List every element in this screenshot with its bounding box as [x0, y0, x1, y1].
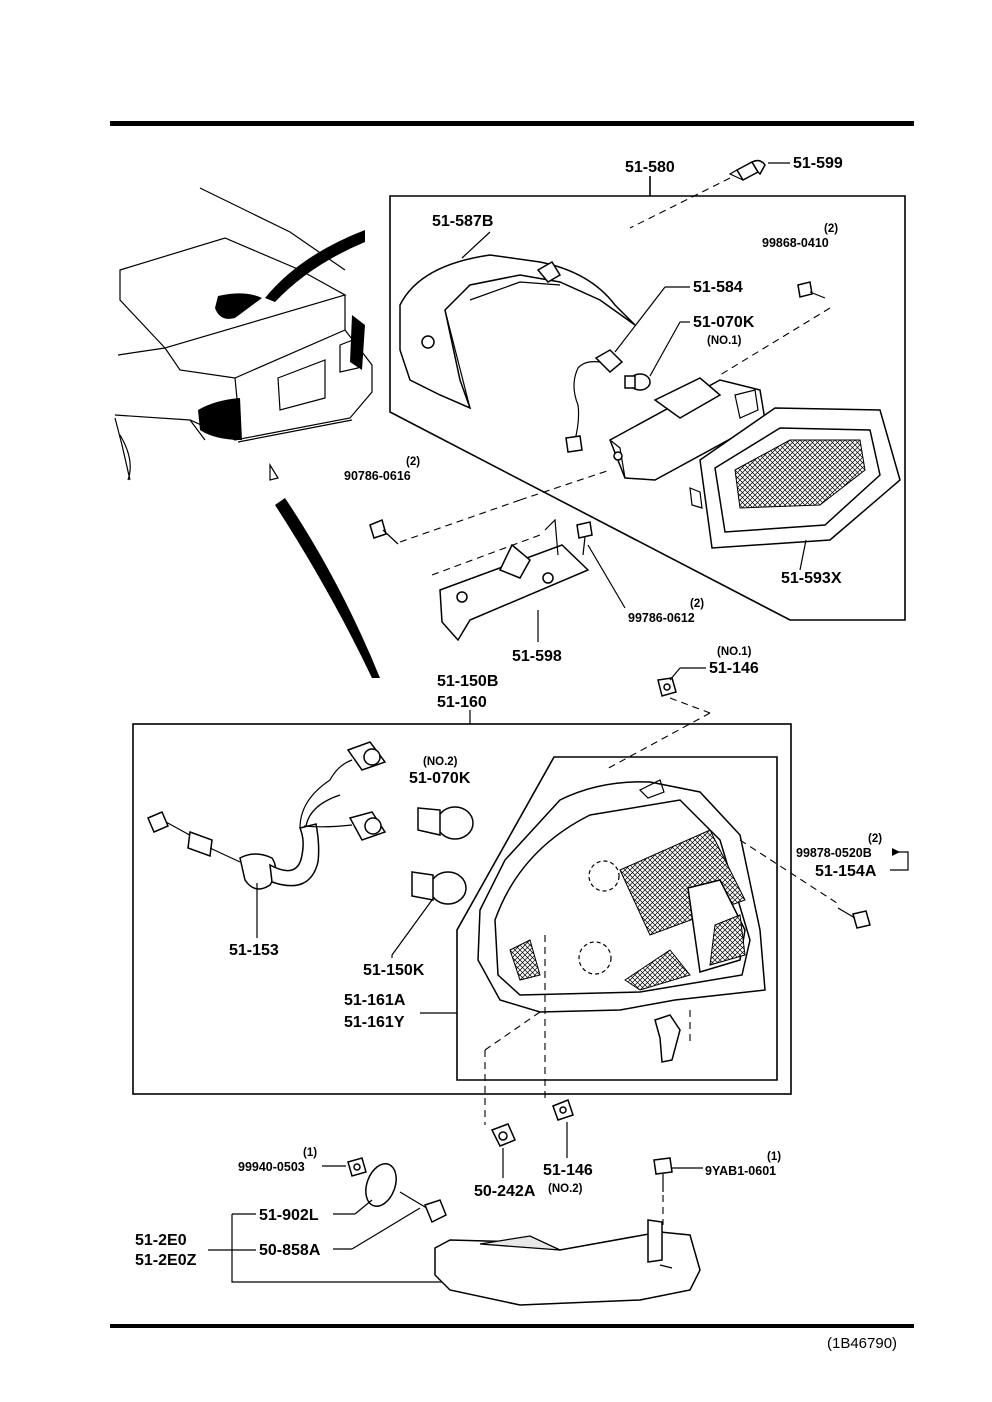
reference-code: (1B46790) — [827, 1335, 897, 1352]
label-51-584: 51-584 — [693, 279, 743, 296]
nut-51-146-bot — [552, 1099, 574, 1121]
nut-99940-0503 — [347, 1157, 367, 1177]
screw-99786-0612 — [576, 521, 593, 556]
label-51-580: 51-580 — [625, 159, 675, 176]
label-50-242A: 50-242A — [474, 1183, 536, 1200]
qty-90786-0616: (2) — [406, 456, 420, 468]
label-51-150B: 51-150B — [437, 673, 498, 690]
bolt-9YAB1-0601 — [653, 1157, 673, 1192]
label-99868-0410: 99868-0410 — [762, 236, 829, 250]
qty-9YAB1-0601: (1) — [767, 1151, 781, 1163]
harness-51-153 — [147, 741, 387, 890]
lens-51-593X — [689, 407, 901, 549]
screw-51-599 — [728, 159, 766, 181]
car-rear-illustration — [114, 187, 380, 678]
cover-51-587B — [399, 254, 636, 410]
bolt-90786-0616 — [369, 518, 399, 545]
label-99786-0612: 99786-0612 — [628, 611, 695, 625]
label-90786-0616: 90786-0616 — [344, 469, 411, 483]
label-51-154A: 51-154A — [815, 863, 877, 880]
label-51-2E0: 51-2E0 — [135, 1232, 187, 1249]
label-51-160: 51-160 — [437, 694, 487, 711]
label-51-150K: 51-150K — [363, 962, 425, 979]
label-99940-0503: 99940-0503 — [238, 1160, 305, 1174]
lamp-housing — [609, 377, 766, 481]
bracket-51-598 — [439, 518, 590, 642]
label-9YAB1-0601: 9YAB1-0601 — [705, 1164, 776, 1178]
label-51-146-bot: 51-146 — [543, 1162, 593, 1179]
top-rule — [110, 121, 914, 126]
bulb-51-070K-top — [624, 373, 651, 391]
qty-99940-0503: (1) — [303, 1147, 317, 1159]
washer-51-902L — [365, 1163, 397, 1207]
socket-51-584 — [565, 349, 624, 453]
label-51-070K-top: 51-070K — [693, 314, 755, 331]
lamp-inner-box — [456, 756, 778, 1081]
label-51-161A: 51-161A — [344, 992, 406, 1009]
bolt-50-858A — [399, 1191, 447, 1224]
label-99878-0520B: 99878-0520B — [796, 846, 872, 860]
bulb-51-070K-mid — [417, 806, 474, 840]
screw-99868-0410 — [797, 281, 826, 299]
garnish-51-2E0 — [434, 1219, 701, 1306]
label-51-153: 51-153 — [229, 942, 279, 959]
label-51-593X: 51-593X — [781, 570, 842, 587]
note-51-070K-top: (NO.1) — [707, 335, 742, 347]
tail-lamp-51-161A — [477, 779, 766, 1063]
clip-50-242A — [490, 1123, 516, 1147]
label-51-902L: 51-902L — [259, 1207, 319, 1224]
nut-51-146-top — [657, 677, 677, 697]
qty-99786-0612: (2) — [690, 598, 704, 610]
bulb-51-150K — [411, 871, 467, 905]
screw-99878-0520B — [837, 907, 871, 929]
label-51-161Y: 51-161Y — [344, 1014, 405, 1031]
note-51-146-top: (NO.1) — [717, 646, 752, 658]
label-50-858A: 50-858A — [259, 1242, 321, 1259]
label-51-146-top: 51-146 — [709, 660, 759, 677]
note-51-070K-mid: (NO.2) — [423, 756, 458, 768]
label-51-2E0Z: 51-2E0Z — [135, 1252, 197, 1269]
note-51-146-bot: (NO.2) — [548, 1183, 583, 1195]
label-51-070K-mid: 51-070K — [409, 770, 471, 787]
label-51-598: 51-598 — [512, 648, 562, 665]
qty-99868-0410: (2) — [824, 223, 838, 235]
high-mount-stop-lamp-box — [389, 195, 906, 621]
label-51-599: 51-599 — [793, 155, 843, 172]
bottom-rule — [110, 1324, 914, 1328]
rear-combination-lamp-box — [132, 723, 792, 1095]
label-51-587B: 51-587B — [432, 213, 493, 230]
qty-99878-0520B: (2) — [868, 833, 882, 845]
